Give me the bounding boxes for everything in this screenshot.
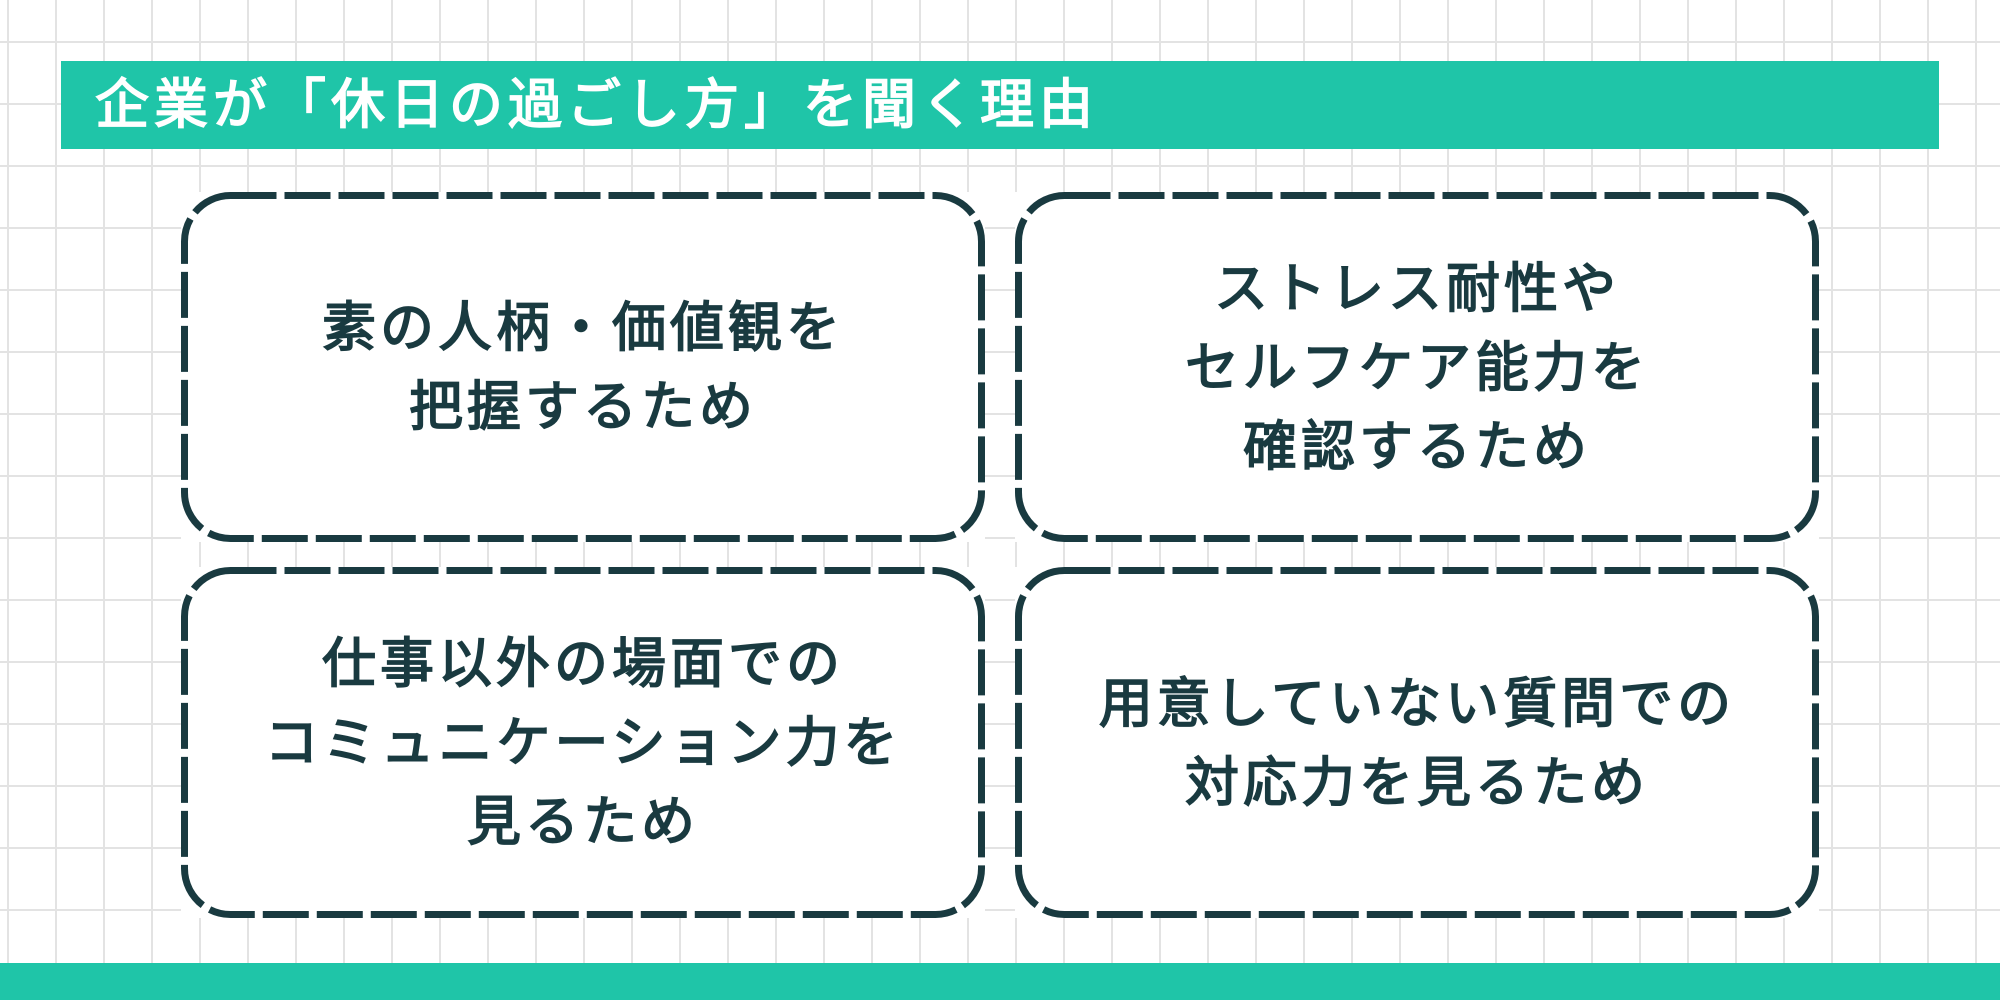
card-line: 把握するため xyxy=(409,375,757,438)
card-line: 見るため xyxy=(466,790,699,853)
card-line: コミュニケーション力を xyxy=(264,711,902,774)
card-text: 用意していない質問での 対応力を見るため xyxy=(1099,664,1735,822)
title-banner: 企業が「休日の過ごし方」を聞く理由 xyxy=(61,61,1939,149)
dashed-border xyxy=(181,567,985,918)
dashed-border xyxy=(181,192,985,542)
card-text: 仕事以外の場面での コミュニケーション力を 見るため xyxy=(265,624,902,861)
dashed-border xyxy=(1015,192,1819,542)
reason-card-personality: 素の人柄・価値観を 把握するため xyxy=(181,192,985,542)
dashed-border xyxy=(1015,567,1819,918)
card-text: 素の人柄・価値観を 把握するため xyxy=(322,288,844,446)
card-line: 素の人柄・価値観を xyxy=(322,296,844,359)
footer-band xyxy=(0,963,2000,1000)
card-line: 仕事以外の場面での xyxy=(321,632,844,695)
card-line: 確認するため xyxy=(1243,414,1591,478)
reason-card-communication: 仕事以外の場面での コミュニケーション力を 見るため xyxy=(181,567,985,918)
card-line: セルフケア能力を xyxy=(1185,335,1649,399)
card-line: 対応力を見るため xyxy=(1184,750,1649,814)
reason-card-stress-tolerance: ストレス耐性や セルフケア能力を 確認するため xyxy=(1015,192,1819,542)
page-title: 企業が「休日の過ごし方」を聞く理由 xyxy=(95,73,1098,136)
card-line: 用意していない質問での xyxy=(1098,671,1736,735)
card-text: ストレス耐性や セルフケア能力を 確認するため xyxy=(1185,249,1649,486)
card-line: ストレス耐性や xyxy=(1214,256,1620,320)
reason-card-adaptability: 用意していない質問での 対応力を見るため xyxy=(1015,567,1819,918)
